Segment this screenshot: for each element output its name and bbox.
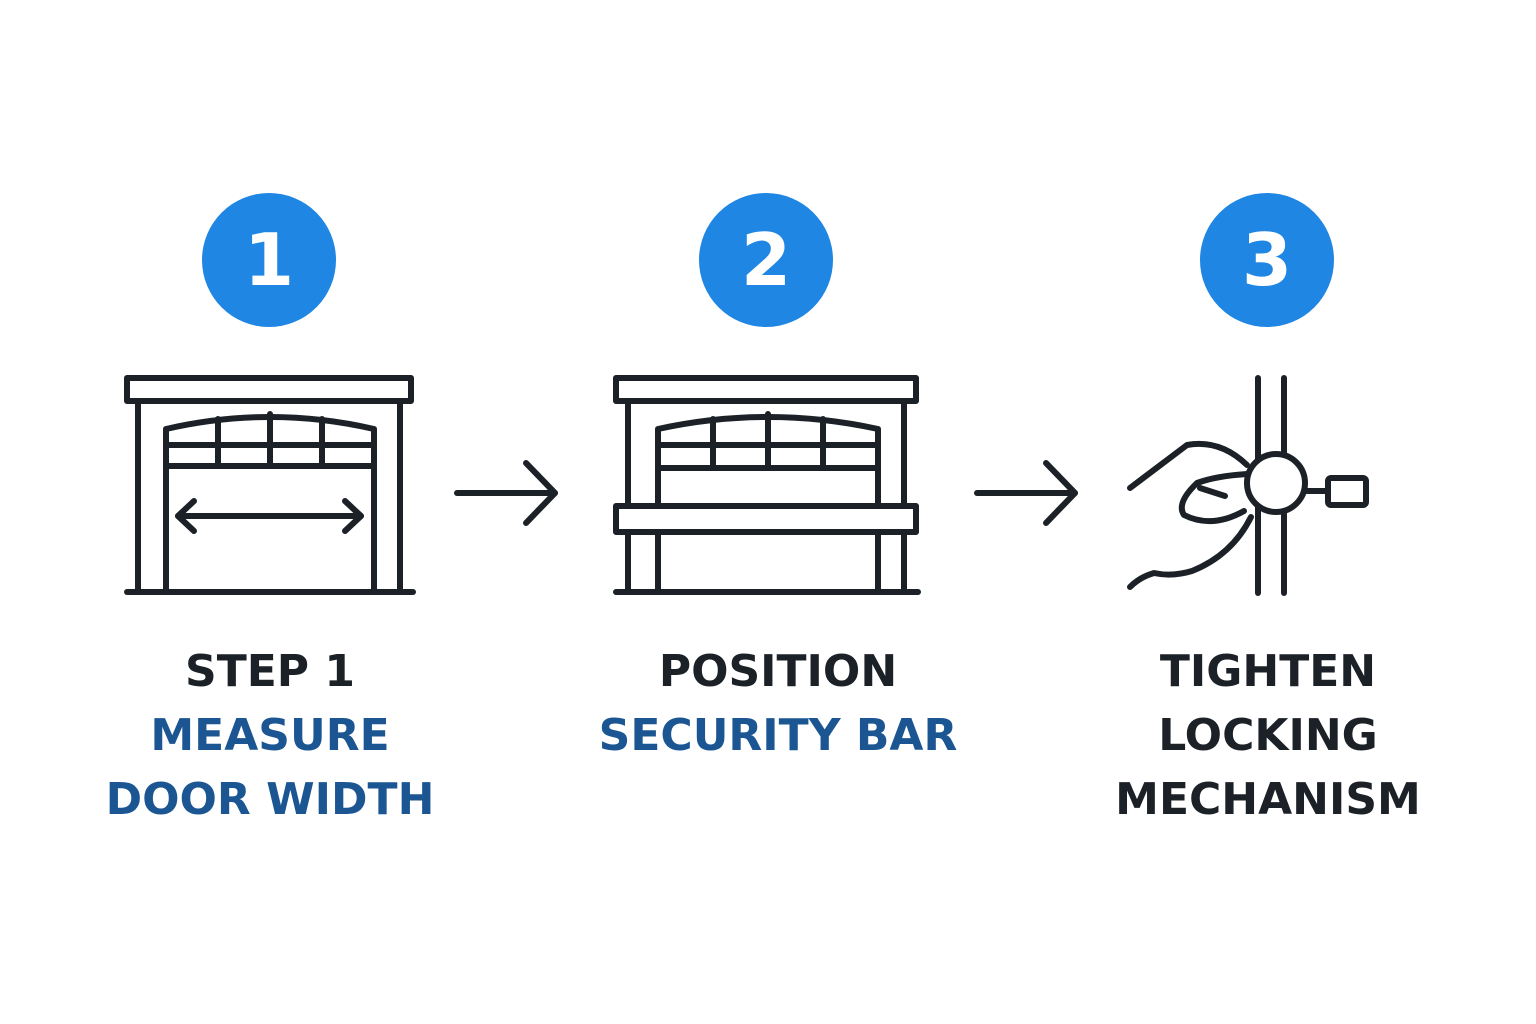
step-1-label: STEP 1 (185, 646, 355, 697)
step-3-number-badge: 3 (1200, 193, 1334, 327)
step-2-number-badge: 2 (699, 193, 833, 327)
garage-door-security-bar-icon (613, 375, 921, 595)
step-1-title-line-2: DOOR WIDTH (105, 774, 435, 825)
step-1-number-badge: 1 (202, 193, 336, 327)
step-1-caption: STEP 1 MEASURE DOOR WIDTH (70, 640, 470, 832)
garage-door-measure-icon (124, 375, 416, 595)
step-3-title-line-2: LOCKING (1158, 710, 1378, 761)
step-2-title-line-2: SECURITY BAR (598, 710, 958, 761)
step-1-title-line-1: MEASURE (150, 710, 390, 761)
hand-tightening-lock-icon (1127, 375, 1369, 596)
step-2-title-line-1: POSITION (658, 646, 898, 697)
right-arrow-icon (974, 460, 1078, 526)
right-arrow-icon (454, 460, 558, 526)
step-3-caption: TIGHTEN LOCKING MECHANISM (1068, 640, 1468, 832)
step-3-title-line-3: MECHANISM (1115, 774, 1421, 825)
step-3-title-line-1: TIGHTEN (1159, 646, 1377, 697)
step-2-caption: POSITION SECURITY BAR (573, 640, 983, 768)
